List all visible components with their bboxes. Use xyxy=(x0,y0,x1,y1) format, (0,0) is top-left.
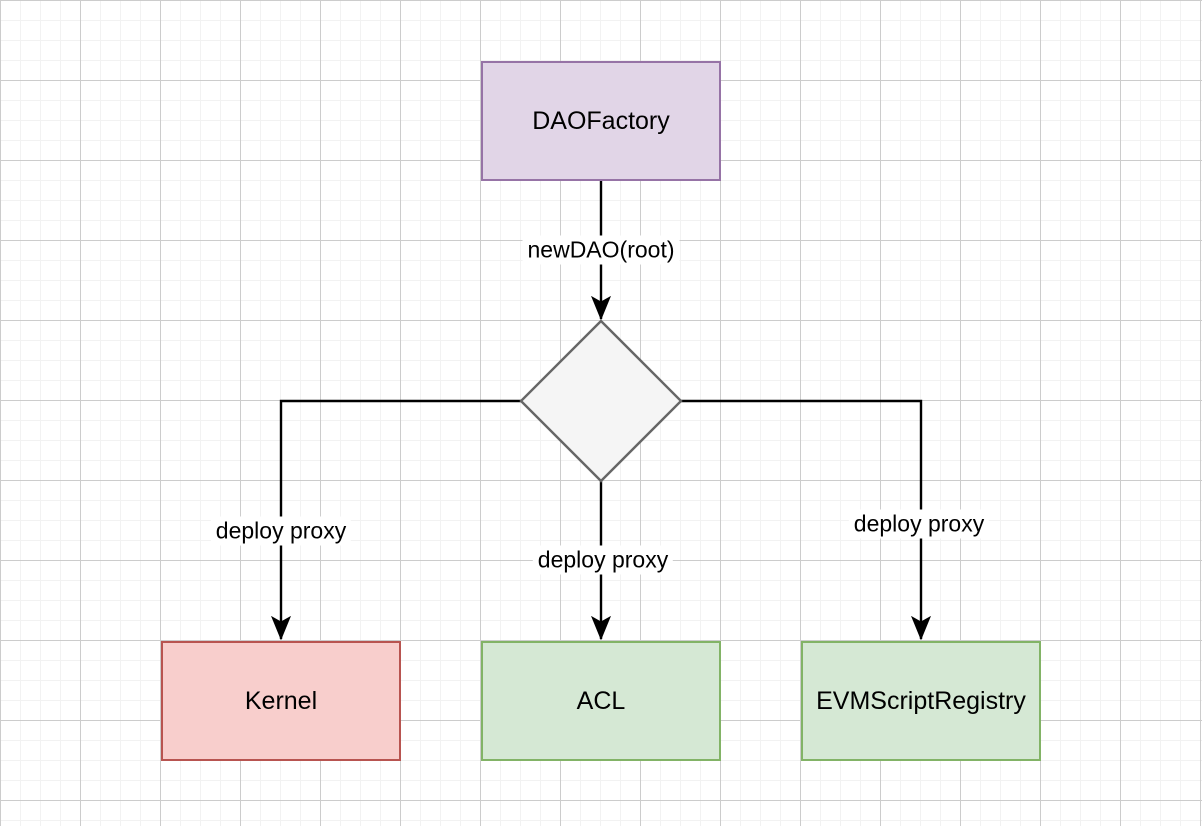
node-kernel[interactable]: Kernel xyxy=(161,641,401,761)
edge-label-deploy-proxy-acl[interactable]: deploy proxy xyxy=(532,545,674,575)
node-acl[interactable]: ACL xyxy=(481,641,721,761)
edge-label-deploy-proxy-evmscriptregistry[interactable]: deploy proxy xyxy=(848,509,990,539)
node-daofactory-label: DAOFactory xyxy=(532,106,670,135)
node-acl-label: ACL xyxy=(576,686,626,715)
node-evmscriptregistry-label: EVMScriptRegistry xyxy=(816,686,1026,715)
node-kernel-label: Kernel xyxy=(244,686,318,715)
node-evmscriptregistry[interactable]: EVMScriptRegistry xyxy=(801,641,1041,761)
edge-deploy-proxy-evmscriptregistry[interactable] xyxy=(681,399,921,639)
edge-deploy-proxy-kernel[interactable] xyxy=(281,399,521,639)
decision-diamond-node[interactable] xyxy=(519,319,683,483)
edge-label-deploy-proxy-kernel[interactable]: deploy proxy xyxy=(210,516,352,546)
edge-label-newdao-root[interactable]: newDAO(root) xyxy=(522,235,680,265)
node-daofactory[interactable]: DAOFactory xyxy=(481,61,721,181)
